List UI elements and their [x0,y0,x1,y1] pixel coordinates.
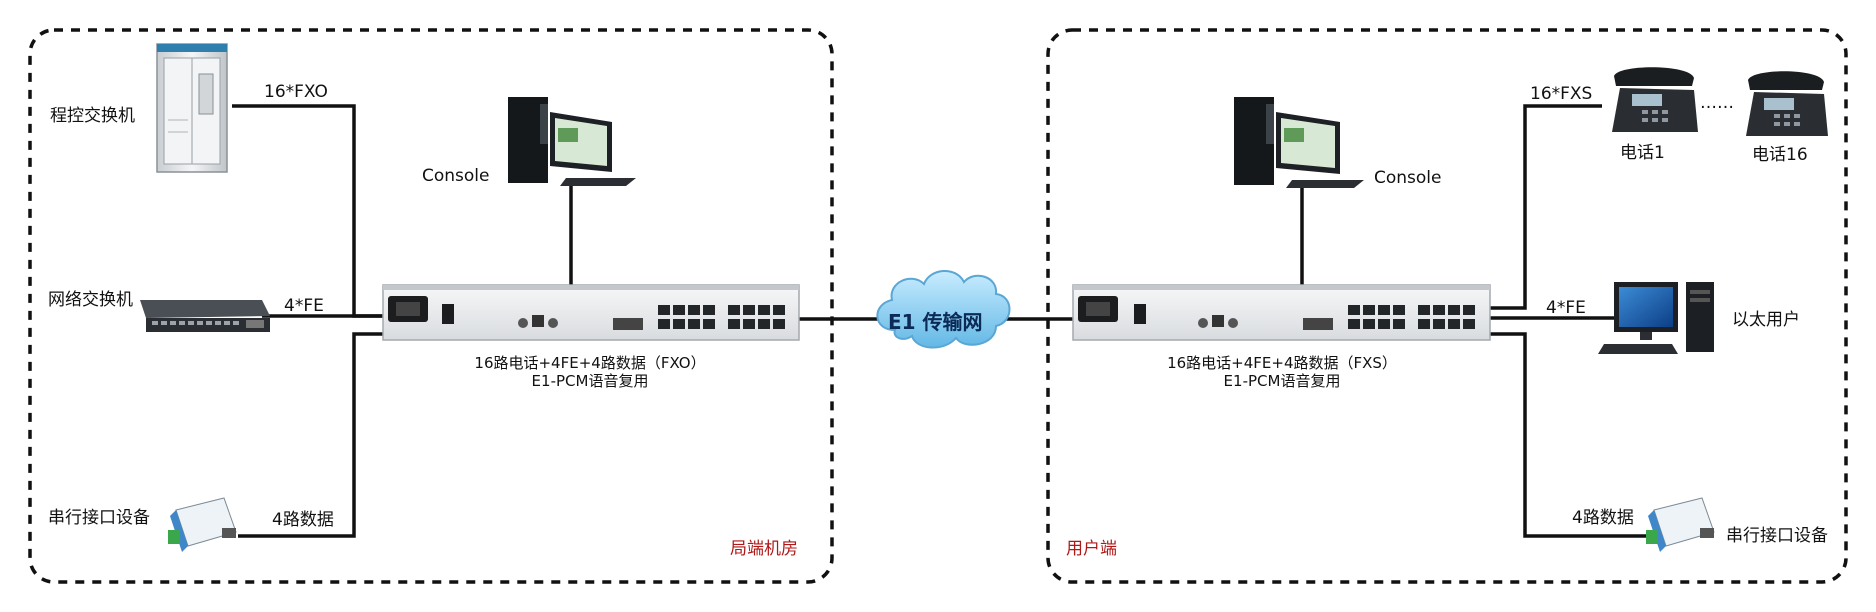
phone-16-label: 电话16 [1752,145,1808,165]
left-zone-name: 局端机房 [730,539,798,559]
ethernet-user-label: 以太用户 [1732,310,1800,330]
serial-device-left-icon [168,497,237,552]
mux-right-caption-line1: 16路电话+4FE+4路数据（FXS） [1167,354,1397,372]
mux-left-caption-line2: E1-PCM语音复用 [531,372,649,390]
mux-right-caption: 16路电话+4FE+4路数据（FXS） E1-PCM语音复用 [1110,354,1454,390]
console-right-label: Console [1374,168,1442,188]
right-zone-boundary [1046,28,1848,584]
right-zone-name: 用户端 [1066,539,1117,559]
link-fxo [232,104,383,318]
phone-ellipsis: …… [1700,93,1734,113]
mux-right-caption-line2: E1-PCM语音复用 [1223,372,1341,390]
pbx-label: 程控交换机 [50,106,135,126]
e1-network-label: E1 传输网 [888,310,983,334]
link-data-right [1490,332,1648,538]
phone-1-label: 电话1 [1620,143,1665,163]
link-fxs [1490,104,1602,310]
serial-device-right-icon [1646,497,1715,552]
left-zone-boundary [28,28,834,584]
serial-left-label: 串行接口设备 [48,508,150,528]
console-pc-left-icon [508,97,636,186]
fxs-link-label: 16*FXS [1530,84,1593,104]
mux-left-caption-line1: 16路电话+4FE+4路数据（FXO） [474,354,706,372]
fe-link-right-label: 4*FE [1546,298,1586,318]
console-left-label: Console [422,166,490,186]
fe-link-left-label: 4*FE [284,296,324,316]
e1-pcm-mux-right-icon [1072,284,1491,341]
ethernet-user-pc-icon [1598,282,1714,354]
network-switch-icon [140,300,270,332]
switch-label: 网络交换机 [48,290,133,310]
link-data-left [238,332,383,538]
data-link-right-label: 4路数据 [1572,508,1634,528]
phone-16-icon [1746,71,1828,136]
fxo-link-label: 16*FXO [264,82,328,102]
console-pc-right-icon [1234,97,1364,188]
serial-right-label: 串行接口设备 [1726,526,1828,546]
mux-left-caption: 16路电话+4FE+4路数据（FXO） E1-PCM语音复用 [418,354,762,390]
data-link-left-label: 4路数据 [272,510,334,530]
pbx-cabinet-icon [156,43,228,173]
links [232,104,1648,538]
e1-network-cloud-icon [876,270,1011,349]
phone-1-icon [1612,67,1698,132]
e1-pcm-mux-left-icon [382,284,800,341]
